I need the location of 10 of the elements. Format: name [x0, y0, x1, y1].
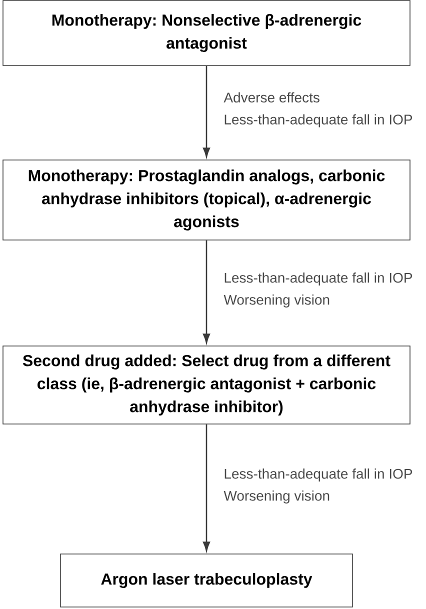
process-box: Monotherapy: Nonselective β-adrenergic antagonist — [2, 0, 410, 66]
process-box: Monotherapy: Prostaglandin analogs, carbonic anhydrase inhibitors (topical), α-adrenergic agonists — [2, 160, 410, 240]
arrow — [202, 240, 210, 344]
edge-label: Less-than-adequate fall in IOP Worsening vision — [222, 467, 425, 505]
arrow — [202, 66, 210, 158]
arrow — [202, 424, 210, 552]
edge-label: Less-than-adequate fall in IOP Worsening vision — [222, 271, 425, 309]
process-box: Second drug added: Select drug from a different class (ie, β-adrenergic antagonist + carbonic anhydrase inhibitor) — [2, 346, 410, 424]
process-box: Argon laser trabeculoplasty — [60, 554, 353, 608]
edge-label: Adverse effects Less-than-adequate fall in IOP — [222, 91, 425, 128]
